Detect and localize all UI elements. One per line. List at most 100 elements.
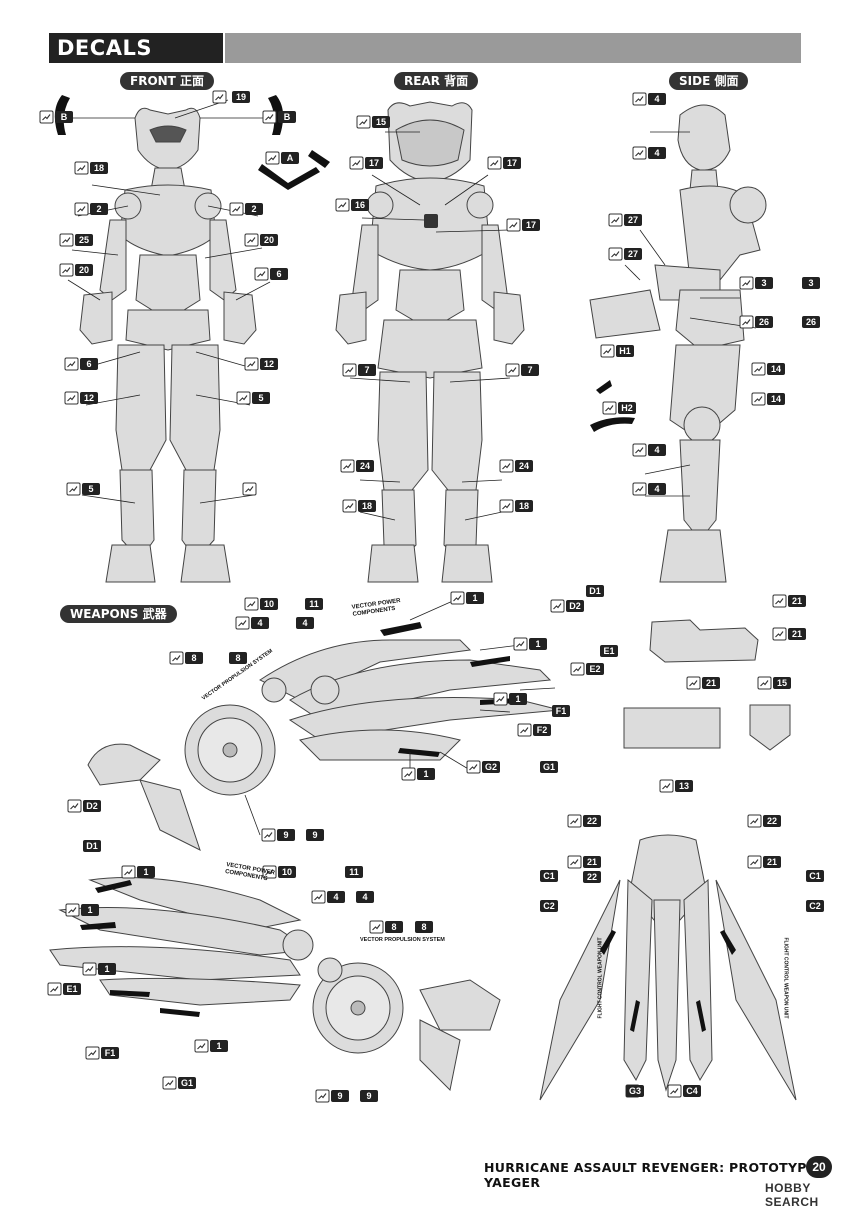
decal-callout: 5: [82, 483, 100, 495]
decal-callout: 27: [624, 248, 642, 260]
decal-callout: 12: [80, 392, 98, 404]
decal-callout: 26: [755, 316, 773, 328]
decal-callout: 4: [648, 483, 666, 495]
decal-callout: 22: [583, 815, 601, 827]
decal-callout: 18: [90, 162, 108, 174]
front-figure: [79, 107, 257, 583]
decal-callout: 11: [345, 866, 363, 878]
label-flight-control-left: FLIGHT CONTROL WEAPON UNIT: [597, 937, 604, 1019]
decal-callout: 27: [624, 214, 642, 226]
decal-callout: 26: [802, 316, 820, 328]
decal-callout: 19: [232, 91, 250, 103]
small-parts: [623, 619, 791, 751]
decal-callout: 8: [229, 652, 247, 664]
decal-callout: 24: [356, 460, 374, 472]
decal-callout: 9: [360, 1090, 378, 1102]
decal-callout: 15: [372, 116, 390, 128]
decal-callout: G2: [482, 761, 500, 773]
decal-callout: 16: [351, 199, 369, 211]
decal-callout: 4: [648, 93, 666, 105]
decal-callout: A: [281, 152, 299, 164]
decal-callout: 20: [260, 234, 278, 246]
decal-callout: G1: [178, 1077, 196, 1089]
decal-callout: 22: [763, 815, 781, 827]
decal-callout: 21: [583, 856, 601, 868]
section-rear-label: REAR 背面: [394, 72, 479, 90]
decal-callout: C2: [806, 900, 824, 912]
decal-callout: H2: [618, 402, 636, 414]
decal-callout: 18: [358, 500, 376, 512]
decal-callout: 1: [98, 963, 116, 975]
decal-callout: C1: [540, 870, 558, 882]
decal-callout: 1: [509, 693, 527, 705]
decal-callout: F1: [552, 705, 570, 717]
decal-callout: 20: [75, 264, 93, 276]
decal-callout: 10: [260, 598, 278, 610]
decal-callout: 3: [755, 277, 773, 289]
weapon-top: [87, 639, 561, 851]
decal-callout: 17: [503, 157, 521, 169]
footer-title: HURRICANE ASSAULT REVENGER: PROTOTYPE YA…: [484, 1160, 816, 1190]
decal-callout: E1: [600, 645, 618, 657]
section-side-label: SIDE 側面: [669, 72, 749, 90]
decal-callout: D2: [83, 800, 101, 812]
decal-callout: F2: [533, 724, 551, 736]
decal-callout: 13: [675, 780, 693, 792]
decal-callout: 24: [515, 460, 533, 472]
decal-callout: 17: [522, 219, 540, 231]
decal-callout: D1: [586, 585, 604, 597]
weapon-bottom: [49, 877, 501, 1092]
decal-callout: 9: [331, 1090, 349, 1102]
decal-callout: 6: [80, 358, 98, 370]
decal-callout: 6: [270, 268, 288, 280]
decal-callout: G3: [626, 1085, 644, 1097]
decal-callout: 17: [365, 157, 383, 169]
decal-callout: 8: [415, 921, 433, 933]
decal-callout: 2: [245, 203, 263, 215]
header: DECALS GUIDE: [49, 33, 801, 84]
decal-callout: C2: [540, 900, 558, 912]
decal-callout: 2: [90, 203, 108, 215]
label-vector-propulsion-bottom: VECTOR PROPULSION SYSTEM: [360, 937, 445, 943]
decal-callout: 21: [788, 595, 806, 607]
decal-callout: H1: [616, 345, 634, 357]
label-flight-control-right: FLIGHT CONTROL WEAPON UNIT: [782, 937, 789, 1019]
hobby-search-watermark: HOBBY SEARCH: [765, 1181, 819, 1209]
decal-callout: 8: [185, 652, 203, 664]
decal-callout: E1: [63, 983, 81, 995]
decal-callout: 14: [767, 393, 785, 405]
decal-callout: 10: [278, 866, 296, 878]
decal-callout: 21: [788, 628, 806, 640]
decal-callout: G1: [540, 761, 558, 773]
decal-callout: 15: [773, 677, 791, 689]
decal-callout: 25: [75, 234, 93, 246]
decal-callout: 9: [306, 829, 324, 841]
decal-callout: 1: [81, 904, 99, 916]
decal-callout: 8: [385, 921, 403, 933]
decal-callout: D2: [566, 600, 584, 612]
wings: [539, 834, 797, 1101]
section-front-label: FRONT 正面: [120, 72, 215, 90]
decal-callout: 7: [358, 364, 376, 376]
decal-callout: 1: [137, 866, 155, 878]
section-weapons-label: WEAPONS 武器: [60, 605, 177, 623]
decal-callout: C4: [683, 1085, 701, 1097]
decal-callout: 1: [417, 768, 435, 780]
side-figure: [589, 104, 767, 583]
decal-callout: 5: [252, 392, 270, 404]
decal-callout: E2: [586, 663, 604, 675]
decal-callout: 21: [763, 856, 781, 868]
decal-callout: 4: [648, 147, 666, 159]
decal-callout: B: [55, 111, 73, 123]
header-bar: [225, 33, 801, 63]
decal-callout: 1: [466, 592, 484, 604]
decal-callout: 1: [210, 1040, 228, 1052]
decal-callout: 4: [648, 444, 666, 456]
decal-callout: 21: [702, 677, 720, 689]
decal-callout: 18: [515, 500, 533, 512]
decal-callout: 4: [356, 891, 374, 903]
decal-callout: 14: [767, 363, 785, 375]
decal-callout: 3: [802, 277, 820, 289]
rear-figure: [335, 101, 525, 583]
